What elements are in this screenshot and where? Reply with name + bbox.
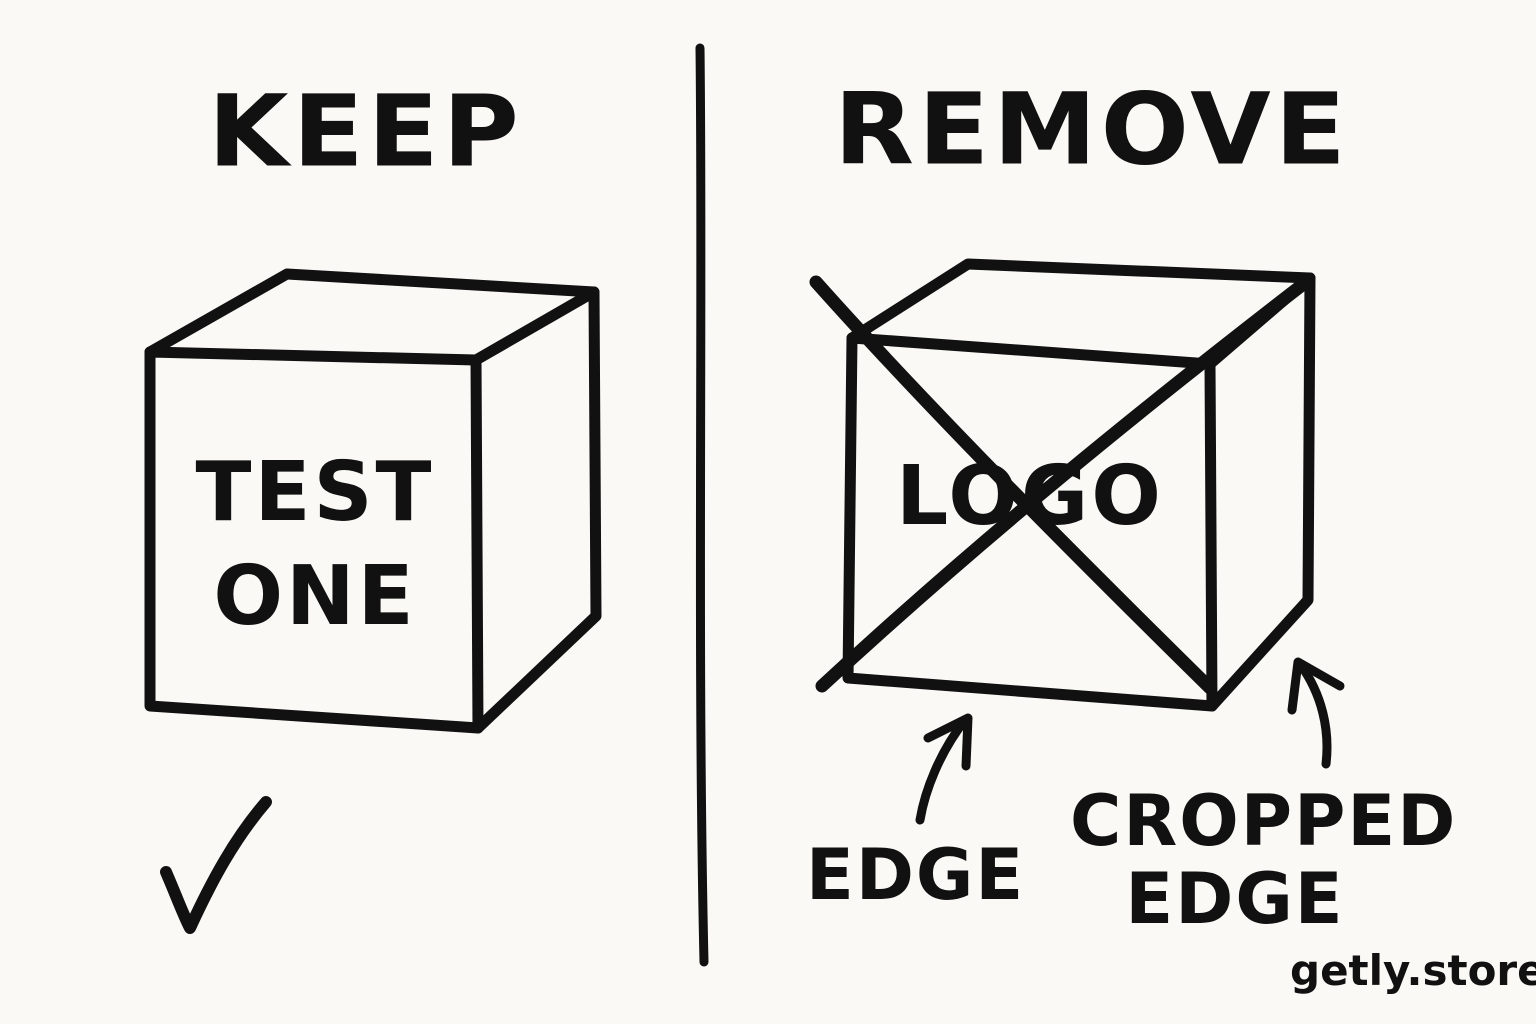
remove-heading: REMOVE (834, 71, 1350, 188)
cropped-edge-callout-line2: EDGE (1125, 858, 1345, 940)
edge-callout: EDGE (806, 834, 1026, 916)
keep-cube-side-face (472, 286, 602, 734)
remove-cube-side-face (1206, 272, 1316, 712)
keep-cube-front-face (144, 346, 484, 734)
checkmark-icon (160, 796, 272, 934)
keep-box-label-line2: ONE (213, 549, 417, 644)
watermark-text: getly.store (1290, 946, 1536, 995)
keep-cube (144, 268, 602, 734)
cropped-edge-arrow-icon (1287, 657, 1345, 769)
keep-heading: KEEP (208, 73, 523, 190)
divider-line (695, 43, 709, 967)
keep-box-label-line1: TEST (195, 445, 435, 540)
cross-out-x-icon (809, 275, 1313, 695)
cropped-edge-callout-line1: CROPPED (1070, 780, 1458, 862)
remove-cube-top-face (846, 258, 1316, 370)
edge-arrow-icon (915, 713, 973, 825)
remove-box-label: LOGO (895, 449, 1165, 544)
keep-cube-top-face (144, 268, 600, 366)
